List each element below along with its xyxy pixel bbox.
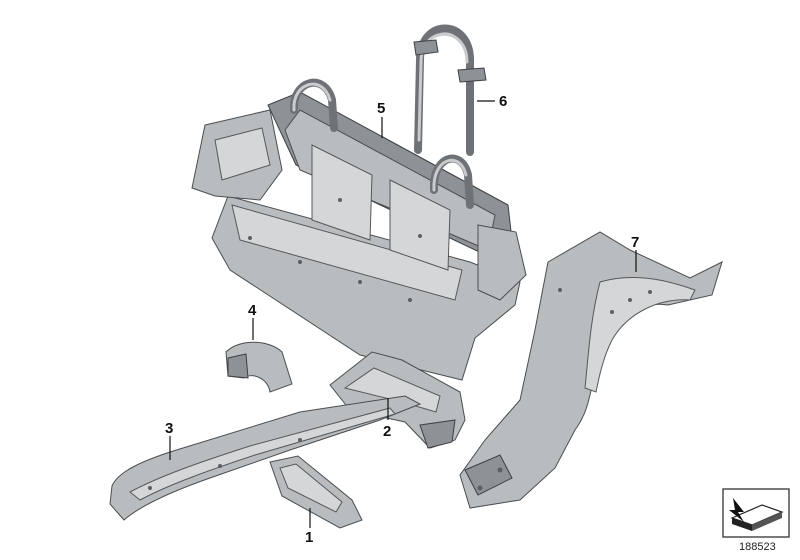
part-1-floor-bracket[interactable]	[269, 455, 363, 529]
part-6-roll-bar[interactable]	[413, 24, 487, 156]
callout-4[interactable]: 4	[248, 302, 257, 319]
document-badge-icon	[722, 488, 790, 538]
callout-6[interactable]: 6	[499, 93, 508, 110]
callout-2[interactable]: 2	[383, 423, 392, 440]
callout-7[interactable]: 7	[631, 234, 640, 251]
part-5-rear-bulkhead[interactable]	[191, 78, 527, 381]
part-7-wheel-arch[interactable]	[459, 231, 723, 509]
document-number: 188523	[739, 541, 776, 553]
callout-3[interactable]: 3	[165, 420, 174, 437]
callout-1[interactable]: 1	[305, 529, 314, 546]
leader-lines	[169, 100, 637, 528]
callout-5[interactable]: 5	[377, 100, 386, 117]
part-4-bracket[interactable]	[225, 341, 293, 393]
part-3-longitudinal-member[interactable]	[109, 395, 422, 521]
